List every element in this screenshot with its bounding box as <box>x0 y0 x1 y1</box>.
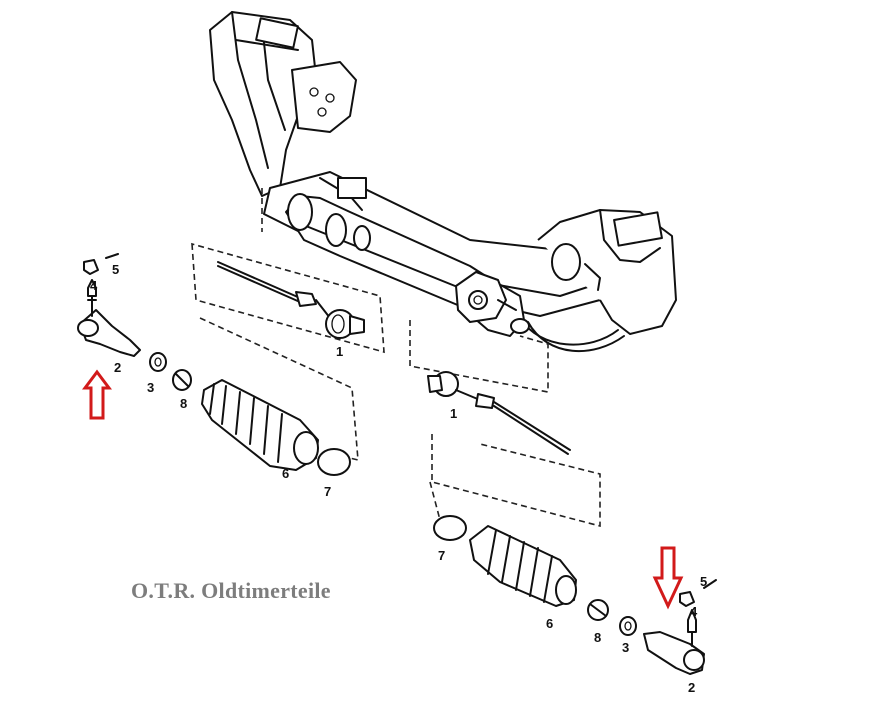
callout-left-1: 1 <box>336 344 343 359</box>
left-boot-clamp <box>317 448 351 476</box>
callout-left-2: 2 <box>114 360 121 375</box>
callout-left-8: 8 <box>180 396 187 411</box>
callout-right-7: 7 <box>438 548 445 563</box>
callout-left-6: 6 <box>282 466 289 481</box>
callout-left-3: 3 <box>147 380 154 395</box>
right-outer-tie-rod-end <box>643 579 717 675</box>
callout-left-4: 4 <box>90 278 98 293</box>
right-rubber-boot <box>469 525 577 607</box>
callout-right-5: 5 <box>700 574 707 589</box>
watermark-text: O.T.R. Oldtimerteile <box>131 578 331 603</box>
arrow-up-icon <box>82 369 112 420</box>
front-subframe <box>209 11 677 353</box>
left-washer-and-clip <box>149 352 192 391</box>
right-boot-clamp <box>433 515 467 541</box>
callout-left-5: 5 <box>112 262 119 277</box>
callout-right-8: 8 <box>594 630 601 645</box>
callout-right-1: 1 <box>450 406 457 421</box>
callout-labels: 1 2 3 4 5 6 7 8 1 2 3 4 5 6 7 8 <box>90 262 707 695</box>
right-washer-and-clip <box>587 599 637 636</box>
left-outer-tie-rod-end <box>77 253 141 357</box>
steering-rack-housing <box>285 193 530 337</box>
callout-right-2: 2 <box>688 680 695 695</box>
arrow-down-icon <box>652 546 684 610</box>
assembly-outlines <box>191 188 601 528</box>
callout-right-6: 6 <box>546 616 553 631</box>
callout-left-7: 7 <box>324 484 331 499</box>
right-inner-tie-rod <box>427 371 571 455</box>
callout-right-3: 3 <box>622 640 629 655</box>
callout-right-4: 4 <box>690 604 698 619</box>
left-inner-tie-rod <box>217 261 365 339</box>
left-rubber-boot <box>201 379 319 471</box>
